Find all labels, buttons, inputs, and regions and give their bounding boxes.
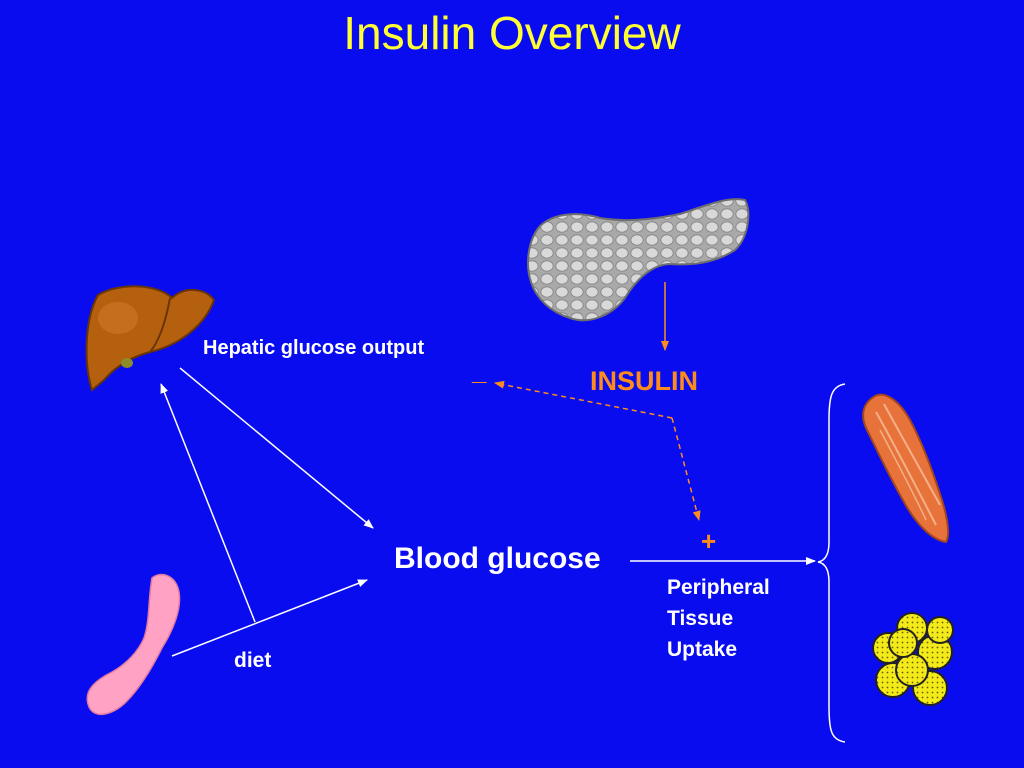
hepatic-glucose-output-label: Hepatic glucose output [203, 337, 425, 359]
insulin-to-uptake-stimulation-arrow [671, 417, 701, 521]
arrow-diet-to-liver [160, 383, 256, 623]
peripheral-tissue-uptake-line-1: Peripheral [667, 576, 770, 599]
peripheral-tissue-uptake-line-3: Uptake [667, 638, 738, 661]
slide-title: Insulin Overview [343, 7, 681, 59]
fat-cells-icon [872, 612, 954, 706]
insulin-label: INSULIN [590, 366, 698, 396]
inhibition-sign: _ [472, 356, 487, 386]
pancreas-icon [527, 198, 750, 322]
insulin-to-hepatic-inhibition-arrow [494, 380, 673, 419]
arrow-diet-to-blood [171, 579, 368, 657]
blood-glucose-label: Blood glucose [394, 542, 601, 575]
stimulation-sign: + [701, 526, 717, 556]
diet-label: diet [234, 649, 272, 672]
tissue-brace [817, 383, 846, 743]
peripheral-tissue-uptake-line-2: Tissue [667, 607, 734, 630]
muscle-icon [862, 393, 950, 544]
intestine-icon [86, 573, 181, 715]
liver-icon [85, 285, 216, 392]
arrow-liver-to-blood [179, 367, 374, 529]
